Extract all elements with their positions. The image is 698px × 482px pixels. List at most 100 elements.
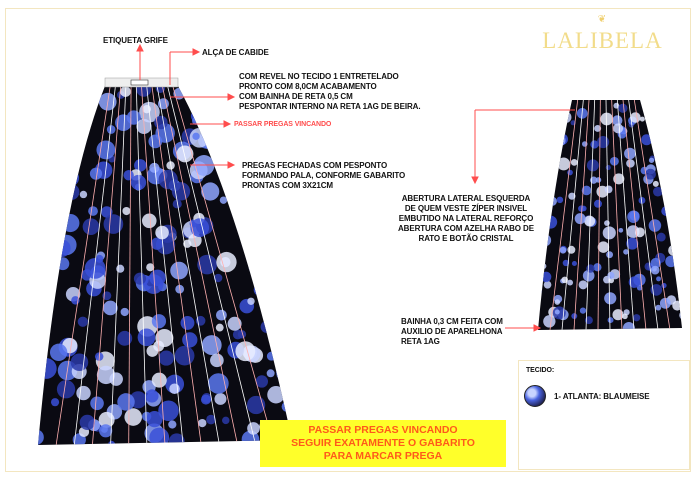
print-petal — [89, 167, 103, 180]
brand-label — [130, 79, 149, 86]
print-petal — [653, 186, 663, 197]
print-petal — [49, 138, 58, 148]
print-petal — [117, 330, 133, 346]
print-petal — [651, 126, 660, 135]
print-petal — [581, 141, 588, 147]
pleat-line — [611, 100, 623, 330]
print-petal — [216, 309, 227, 321]
print-petal — [63, 183, 80, 200]
pleat-line — [128, 86, 132, 445]
pleat-line — [597, 100, 601, 330]
label-passar-pregas: PASSAR PREGAS VINCANDO — [234, 121, 332, 128]
print-petal — [612, 309, 624, 321]
print-petal — [70, 353, 89, 372]
print-petal — [51, 152, 70, 171]
print-petal — [120, 307, 129, 317]
print-petal — [182, 332, 198, 348]
front-skirt — [38, 77, 292, 445]
print-petal — [235, 129, 246, 139]
print-petal — [675, 131, 682, 141]
print-petal — [79, 414, 95, 430]
print-petal — [149, 162, 160, 173]
print-petal — [206, 414, 216, 425]
print-petal — [538, 144, 547, 158]
print-petal — [74, 94, 83, 103]
print-petal — [678, 215, 682, 224]
print-petal — [41, 211, 56, 225]
print-petal — [137, 328, 156, 347]
bee-logo-icon: ❦ — [597, 14, 607, 25]
print-petal — [604, 220, 610, 226]
print-petal — [237, 330, 247, 339]
print-petal — [200, 394, 211, 405]
print-petal — [656, 276, 661, 282]
print-petal — [280, 266, 289, 274]
print-petal — [645, 168, 656, 180]
print-petal — [538, 234, 552, 247]
pleat-line — [161, 86, 238, 445]
print-petal — [624, 147, 636, 160]
print-petal — [567, 279, 574, 286]
print-petal — [38, 188, 48, 205]
print-petal — [549, 147, 556, 154]
print-petal — [190, 218, 210, 238]
print-petal — [210, 353, 224, 368]
print-petal — [61, 86, 79, 99]
print-petal — [628, 276, 641, 288]
pleat-line — [633, 100, 671, 330]
print-petal — [155, 225, 169, 240]
print-petal — [134, 159, 147, 172]
print-petal — [79, 190, 88, 199]
print-petal — [77, 316, 88, 327]
print-petal — [62, 169, 80, 187]
print-petal — [215, 323, 224, 332]
print-petal — [676, 265, 682, 279]
print-petal — [38, 279, 52, 297]
print-petal — [664, 103, 672, 111]
print-petal — [123, 170, 134, 181]
print-petal — [248, 257, 267, 276]
print-petal — [618, 103, 628, 113]
print-petal — [590, 140, 599, 149]
print-petal — [106, 125, 116, 134]
print-petal — [122, 206, 131, 216]
pleat-line — [141, 86, 166, 445]
pleat-line — [585, 100, 596, 330]
print-petal — [665, 255, 677, 268]
print-petal — [145, 389, 159, 403]
print-petal — [247, 422, 260, 435]
pleat-line — [151, 86, 202, 445]
print-petal — [607, 317, 614, 324]
print-petal — [149, 427, 170, 445]
print-petal — [606, 251, 614, 259]
print-petal — [150, 237, 164, 250]
print-petal — [570, 158, 578, 166]
print-petal — [60, 198, 69, 208]
print-petal — [602, 226, 616, 240]
print-petal — [42, 205, 55, 218]
print-petal — [678, 173, 682, 179]
print-petal — [254, 227, 267, 241]
pleat-notice: PASSAR PREGAS VINCANDO SEGUIR EXATAMENTE… — [260, 420, 506, 467]
print-petal — [279, 298, 291, 311]
print-petal — [582, 269, 595, 282]
print-petal — [281, 401, 292, 412]
print-petal — [581, 185, 592, 196]
print-petal — [559, 246, 567, 254]
print-petal — [650, 257, 661, 269]
print-petal — [543, 315, 556, 328]
print-petal — [90, 396, 104, 411]
print-petal — [216, 251, 237, 273]
print-petal — [626, 237, 639, 250]
print-petal — [655, 304, 662, 311]
print-petal — [597, 135, 610, 149]
print-petal — [540, 109, 549, 118]
print-petal — [38, 253, 42, 268]
print-petal — [618, 227, 624, 233]
print-petal — [169, 383, 180, 394]
print-petal — [174, 345, 195, 366]
print-petal — [538, 287, 543, 295]
print-petal — [282, 228, 292, 249]
back-skirt — [538, 100, 682, 330]
